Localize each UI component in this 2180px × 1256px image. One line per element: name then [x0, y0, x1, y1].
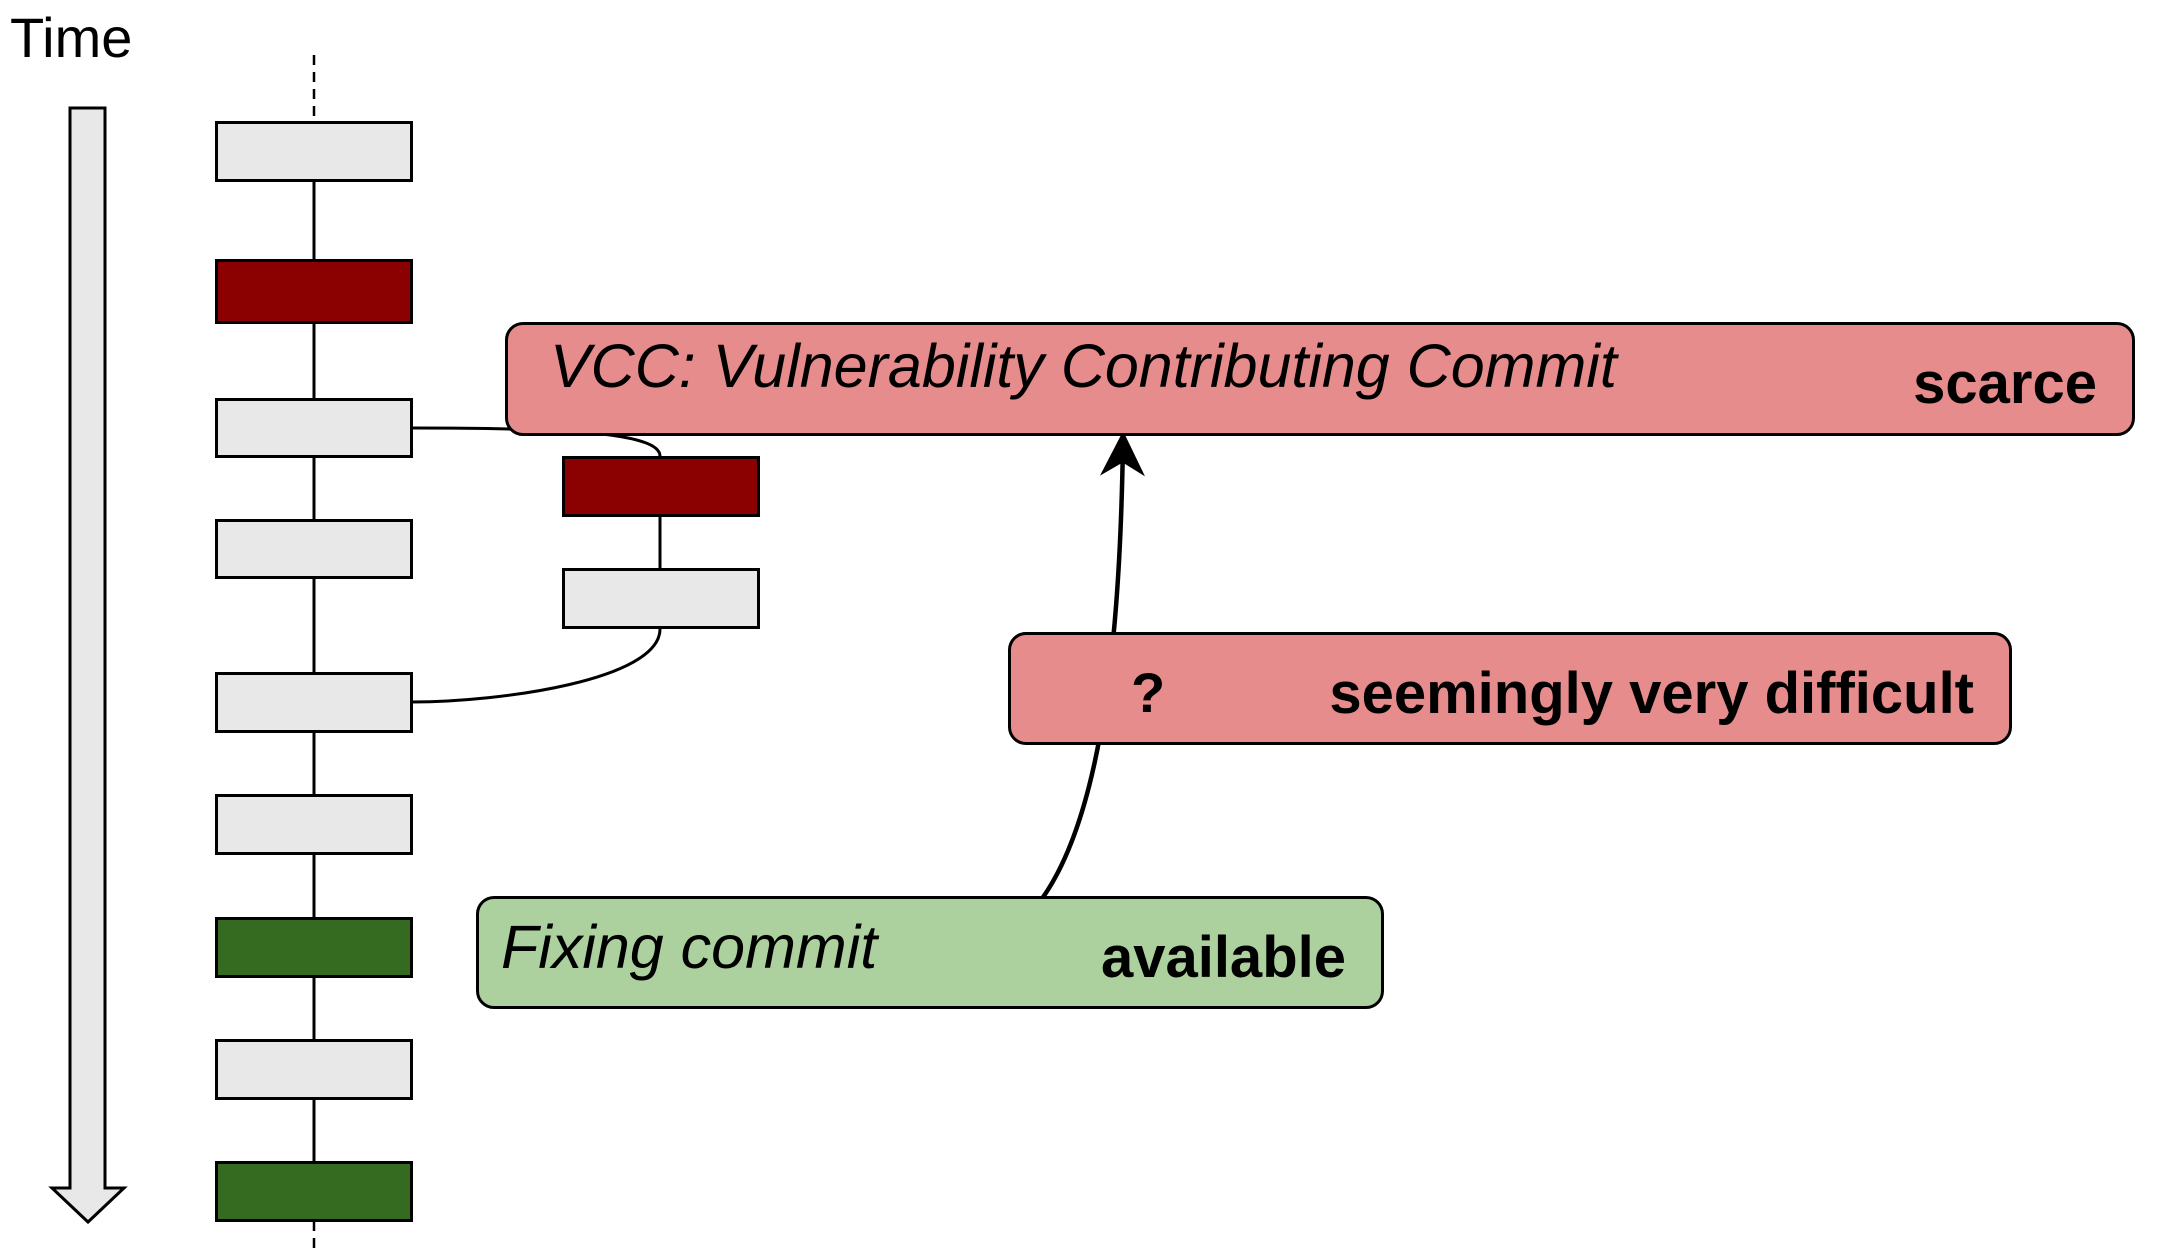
commit-node	[215, 519, 413, 579]
vcc-callout-status: scarce	[1913, 351, 2097, 416]
unknown-link-callout: ? seemingly very difficult	[1008, 632, 2012, 745]
unknown-link-mark: ?	[1131, 661, 1166, 724]
time-arrow-icon	[48, 106, 128, 1225]
commit-node	[215, 672, 413, 733]
commit-node	[215, 398, 413, 458]
vulnerable-commit-node	[562, 456, 760, 517]
time-axis-label: Time	[10, 6, 133, 69]
commit-node	[562, 568, 760, 629]
fix-callout-title: Fixing commit	[501, 913, 878, 981]
side-branch-merge	[411, 628, 662, 704]
unknown-link-status: seemingly very difficult	[1329, 661, 1974, 726]
fix-commit-node	[215, 917, 413, 978]
fix-commit-node	[215, 1161, 413, 1222]
fix-callout: Fixing commit available	[476, 896, 1384, 1009]
vulnerable-commit-node	[215, 259, 413, 324]
commit-node	[215, 121, 413, 182]
commit-node	[215, 794, 413, 855]
fix-callout-status: available	[1100, 925, 1346, 990]
vcc-callout-title: VCC: Vulnerability Contributing Commit	[550, 332, 1617, 400]
commit-node	[215, 1039, 413, 1100]
vcc-callout: VCC: Vulnerability Contributing Commit s…	[505, 322, 2135, 436]
